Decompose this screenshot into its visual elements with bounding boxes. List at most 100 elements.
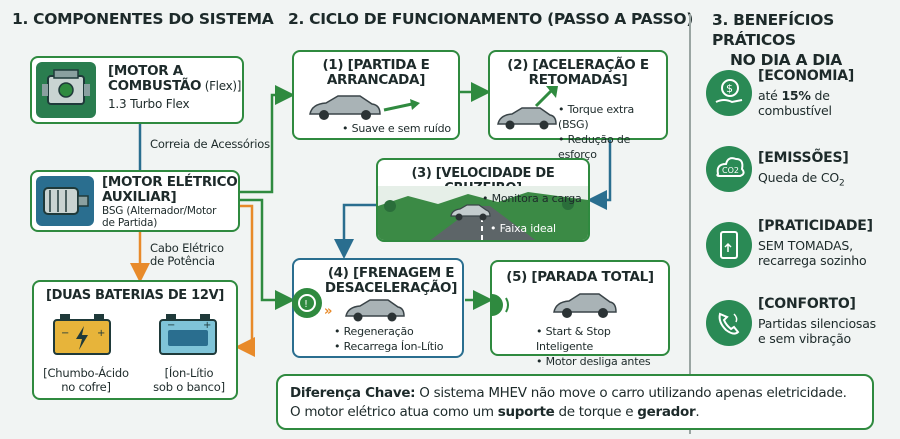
step3-car-icon	[450, 204, 491, 221]
step4-box: (4) [FRENAGEM E DESACELERAÇÃO] ! » Regen…	[292, 258, 464, 358]
lead-acid-battery-icon: −+	[52, 312, 112, 356]
practicality-title: [PRATICIDADE]	[758, 218, 873, 234]
cycle-heading: 2. CICLO DE FUNCIONAMENTO (PASSO A PASSO…	[288, 10, 694, 28]
comfort-title: [CONFORTO]	[758, 296, 856, 312]
step4-car-icon	[345, 299, 405, 322]
comfort-text-line2: e sem vibração	[758, 331, 852, 346]
brake-icon: !	[292, 288, 322, 318]
electric-motor-title: [MOTOR ELÉTRICO AUXILIAR]	[102, 174, 238, 205]
practicality-text-line2: recarrega sozinho	[758, 253, 867, 268]
engine-box: [MOTOR A COMBUSTÃO (Flex)] 1.3 Turbo Fle…	[30, 56, 244, 124]
step5-bullet2: Motor desliga antes	[536, 354, 668, 369]
batteries-box: [DUAS BATERIAS DE 12V] −+ −+ [Chumbo-Áci…	[32, 280, 238, 400]
key-difference-line2a: O motor elétrico atua como um	[290, 404, 498, 420]
step3-title-bar	[378, 160, 588, 186]
benefits-heading: 3. BENEFÍCIOS PRÁTICOS NO DIA A DIA	[712, 10, 900, 70]
economy-text: até 15% de combustível	[758, 88, 832, 118]
emissions-title: [EMISSÕES]	[758, 150, 849, 166]
economy-icon: $	[706, 70, 752, 116]
step2-bullet2: Redução de esforço	[558, 132, 666, 162]
step4-title: (4) [FRENAGEM E DESACELERAÇÃO]	[324, 266, 458, 296]
electric-motor-subtitle: BSG (Alternador/Motor de Partida)	[102, 205, 216, 229]
step3-to-step4-arrow	[334, 203, 376, 259]
step3-box: (3) [VELOCIDADE DE CRUZEIRO] Monitora a …	[376, 158, 590, 242]
cable-label-line1: Cabo Elétrico	[150, 241, 224, 255]
step2-title-line2: RETOMADAS]	[528, 72, 628, 88]
lead-acid-label-line2: no cofre]	[61, 380, 111, 394]
benefits-heading-line1: 3. BENEFÍCIOS PRÁTICOS	[712, 11, 834, 49]
step4-bullets: Regeneração Recarrega Íon-Lítio	[334, 324, 444, 354]
lithium-label: [Íon-Lítio sob o banco]	[144, 366, 234, 394]
step2-up-arrow	[534, 86, 558, 108]
practicality-text: SEM TOMADAS, recarrega sozinho	[758, 238, 867, 268]
key-difference-bold1: suporte	[497, 404, 555, 420]
comfort-icon	[706, 300, 752, 346]
step2-title-line1: (2) [ACELERAÇÃO E	[507, 57, 649, 73]
step3-bullet1: Monitora a carga	[482, 192, 582, 205]
lead-acid-label-line1: [Chumbo-Ácido	[43, 366, 129, 380]
electric-motor-box: [MOTOR ELÉTRICO AUXILIAR] BSG (Alternado…	[30, 170, 240, 232]
step5-title: (5) [PARADA TOTAL]	[506, 269, 654, 285]
practicality-text-line1: SEM TOMADAS,	[758, 238, 853, 253]
economy-text-pre: até	[758, 88, 782, 103]
engine-title-line2: COMBUSTÃO	[108, 78, 202, 94]
emissions-text-sub: 2	[839, 178, 845, 189]
step1-title-line1: (1) [PARTIDA E	[322, 57, 430, 73]
emissions-icon-text: CO2	[722, 166, 739, 175]
electric-motor-title-line1: [MOTOR ELÉTRICO	[102, 174, 238, 190]
svg-text:−: −	[61, 328, 69, 339]
key-difference-line2c: .	[695, 404, 700, 420]
engine-icon	[36, 62, 96, 118]
step2-title: (2) [ACELERAÇÃO E RETOMADAS]	[490, 58, 666, 88]
economy-title: [ECONOMIA]	[758, 68, 855, 84]
batteries-title: [DUAS BATERIAS DE 12V]	[45, 288, 225, 303]
step2-bullets: Torque extra (BSG) Redução de esforço	[558, 102, 666, 162]
motor-to-step4-arrow	[238, 198, 295, 310]
step4-title-line1: (4) [FRENAGEM E	[327, 265, 455, 281]
comfort-text-line1: Partidas silenciosas	[758, 316, 876, 331]
economy-text-post: de	[810, 88, 830, 103]
engine-subtitle: 1.3 Turbo Flex	[108, 97, 190, 111]
svg-text:−: −	[167, 320, 175, 331]
section-divider	[689, 14, 691, 434]
stop-signal-icon	[490, 292, 512, 318]
step5-bullet1: Start & Stop Inteligente	[536, 324, 668, 354]
electric-motor-title-line2: AUXILIAR]	[102, 189, 177, 205]
electric-motor-icon	[36, 176, 94, 226]
lithium-label-line1: [Íon-Lítio	[164, 366, 214, 380]
svg-text:+: +	[203, 320, 211, 331]
lead-acid-label: [Chumbo-Ácido no cofre]	[40, 366, 132, 394]
motor-to-battery-orange-arrow	[235, 204, 255, 357]
engine-title: [MOTOR A COMBUSTÃO (Flex)]	[108, 64, 241, 94]
engine-title-suffix: (Flex)]	[201, 79, 242, 93]
step1-title-line2: ARRANCADA]	[326, 72, 426, 88]
motor-to-step1-arrow	[238, 85, 295, 194]
step1-box: (1) [PARTIDA E ARRANCADA] Suave e sem ru…	[292, 50, 460, 140]
key-difference-text: Diferença Chave: O sistema MHEV não move…	[290, 384, 847, 422]
benefits-heading-line2: NO DIA A DIA	[730, 51, 842, 69]
key-difference-line2b: de torque e	[554, 404, 638, 420]
step2-bullet1: Torque extra (BSG)	[558, 102, 666, 132]
key-difference-box: Diferença Chave: O sistema MHEV não move…	[276, 374, 874, 430]
cable-label-line2: de Potência	[150, 254, 215, 268]
svg-text:!: !	[304, 299, 308, 310]
belt-label: Correia de Acessórios	[150, 137, 270, 151]
step4-title-line2: DESACELERAÇÃO]	[324, 280, 458, 296]
step5-box: (5) [PARADA TOTAL] Start & Stop Intelige…	[490, 260, 670, 368]
key-difference-label: Diferença Chave:	[290, 385, 416, 401]
step1-bullet1: Suave e sem ruído	[342, 122, 452, 135]
step4-bullet1: Regeneração	[334, 324, 443, 339]
electric-motor-sub2: de Partida)	[102, 217, 158, 229]
key-difference-bold2: gerador	[637, 404, 696, 420]
step1-title: (1) [PARTIDA E ARRANCADA]	[294, 58, 458, 88]
lithium-battery-icon: −+	[158, 312, 218, 356]
step1-motion-arrow	[383, 99, 420, 112]
lithium-label-line2: sob o banco]	[153, 380, 225, 394]
cable-label: Cabo Elétrico de Potência	[150, 242, 224, 268]
economy-text-line2: combustível	[758, 103, 832, 118]
comfort-text: Partidas silenciosas e sem vibração	[758, 316, 876, 346]
components-heading: 1. COMPONENTES DO SISTEMA	[12, 10, 274, 28]
emissions-icon: CO2	[706, 146, 752, 192]
svg-text:$: $	[726, 82, 733, 95]
